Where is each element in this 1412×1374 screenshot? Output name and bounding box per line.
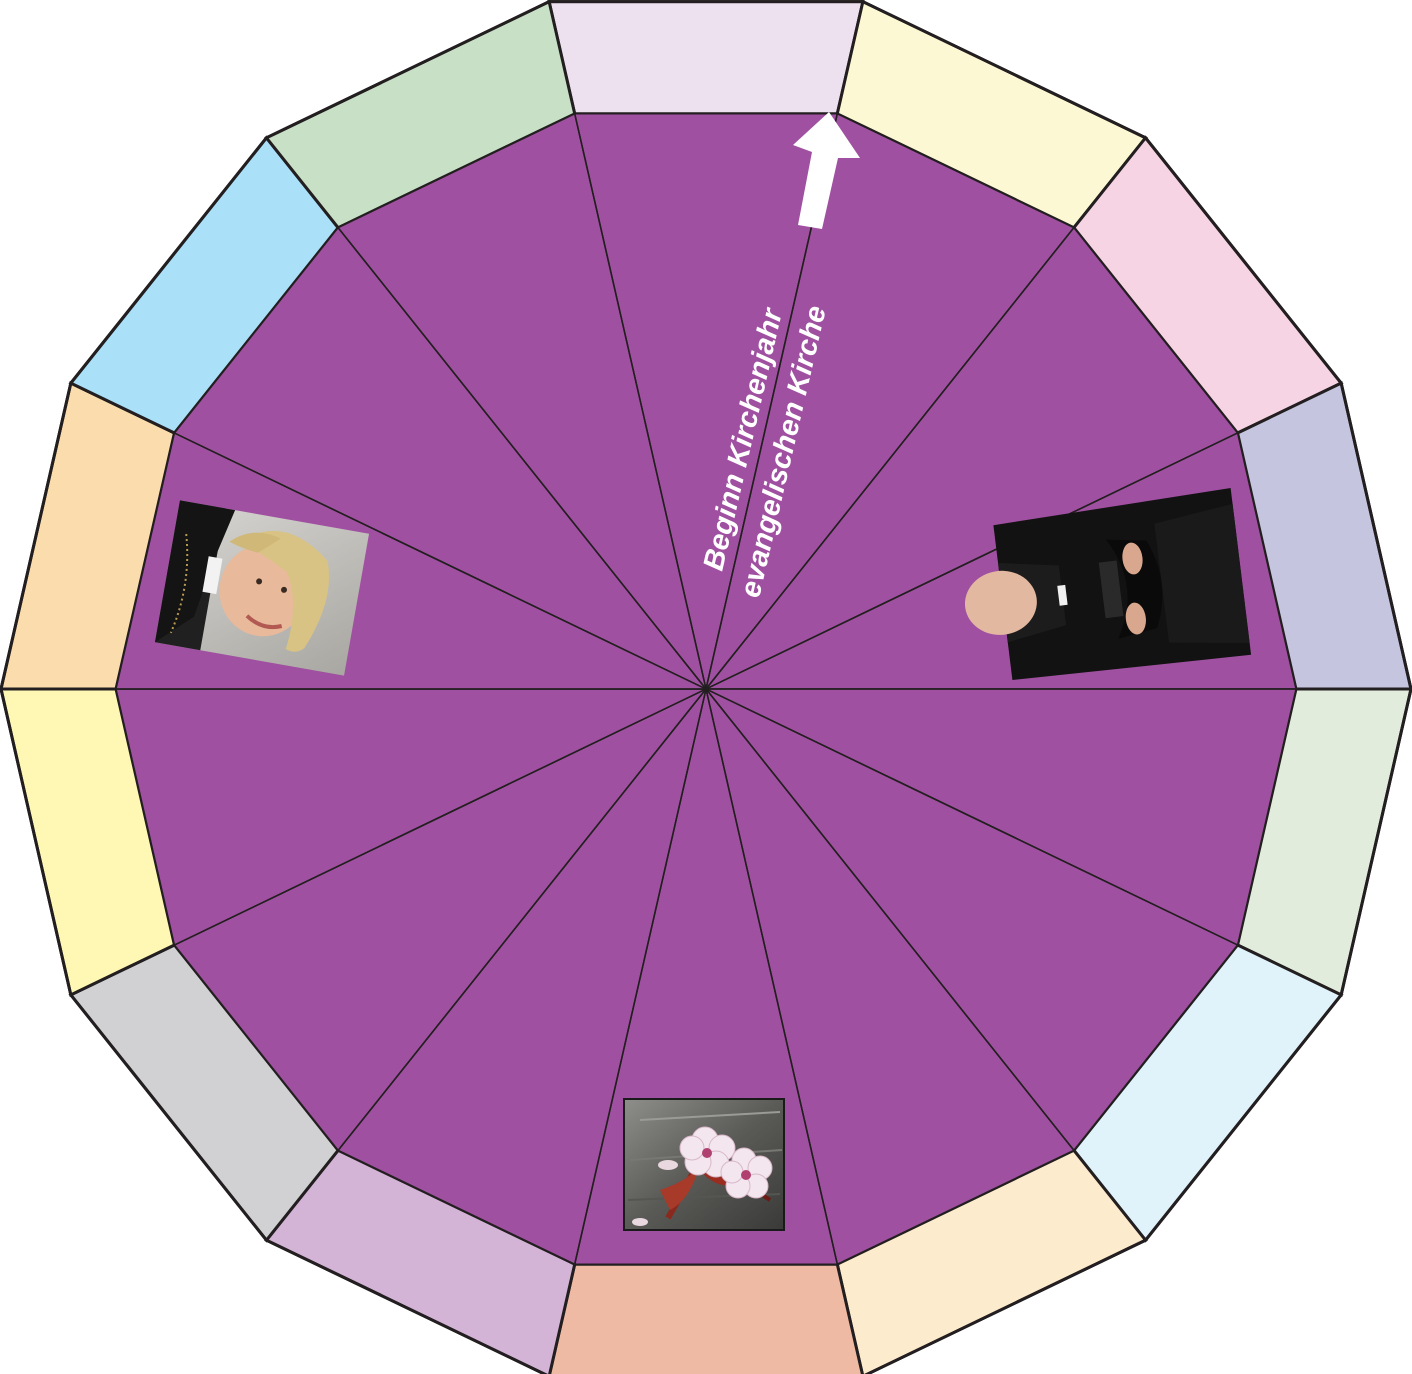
- cherry-blossom-photo: [624, 1099, 784, 1230]
- ring-segment-1: [549, 2, 863, 114]
- ring-segment-8: [549, 1264, 863, 1374]
